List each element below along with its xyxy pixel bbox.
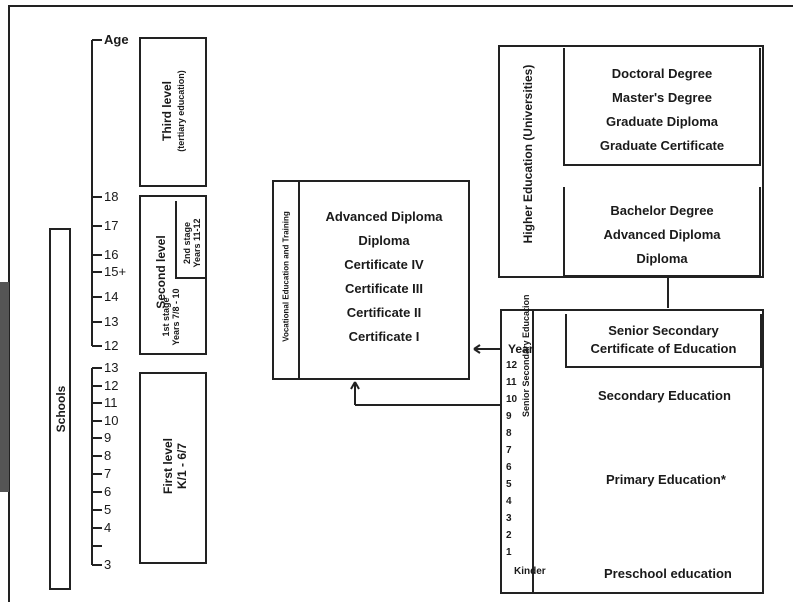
preschool-education-label: Preschool education	[604, 566, 732, 581]
year-tick: 10	[506, 394, 518, 405]
age-tick: 17	[104, 218, 119, 233]
first-level-box: First level K/1 - 6/7	[139, 372, 207, 564]
age-tick: 3	[104, 557, 112, 572]
age-tick: 18	[104, 189, 119, 204]
first-level-label: First level K/1 - 6/7	[161, 391, 189, 541]
vet-item: Certificate III	[344, 281, 424, 296]
secondary-education-label: Secondary Education	[598, 388, 731, 403]
postgrad-box: Doctoral Degree Master's Degree Graduate…	[563, 48, 761, 166]
second-level-stage2: 2nd stage Years 11-12	[182, 208, 202, 278]
age-tick: 4	[104, 520, 112, 535]
school-sector-title: Senior Secondary Education	[521, 294, 531, 417]
vet-item: Certificate II	[346, 305, 422, 320]
senior-cert-box: Senior Secondary Certificate of Educatio…	[565, 314, 762, 368]
senior-cert-label: Senior Secondary Certificate of Educatio…	[590, 323, 737, 356]
year-tick: 5	[506, 479, 512, 490]
age-tick: 13	[104, 360, 119, 375]
year-tick: 3	[506, 513, 512, 524]
stage1-label: 1st stage	[161, 297, 171, 337]
kinder-label: Kinder	[514, 566, 546, 577]
first-level-subtitle: K/1 - 6/7	[175, 442, 189, 490]
postgrad-list: Doctoral Degree Master's Degree Graduate…	[565, 62, 759, 158]
vet-box: Vocational Education and Training Advanc…	[272, 180, 470, 380]
year-label: Year	[508, 342, 534, 356]
year-tick: 7	[506, 445, 512, 456]
second-level-stage1: 1st stage Years 7/8 - 10	[161, 277, 181, 357]
vet-item: Certificate IV	[344, 257, 424, 272]
age-tick: 12	[104, 378, 119, 393]
diagram-frame	[8, 5, 793, 602]
third-level-subtitle: (tertiary education)	[176, 70, 186, 152]
vet-title-strip: Vocational Education and Training	[274, 182, 300, 378]
second-level-box: Second level 1st stage Years 7/8 - 10 2n…	[139, 195, 207, 355]
year-tick: 6	[506, 462, 512, 473]
age-tick: 14	[104, 289, 119, 304]
postgrad-item: Graduate Certificate	[599, 138, 725, 153]
age-tick: 10	[104, 413, 119, 428]
undergrad-item: Bachelor Degree	[610, 203, 714, 218]
stage2-label: 2nd stage	[182, 222, 192, 265]
stage-divider-h	[175, 277, 207, 279]
year-tick: 9	[506, 411, 512, 422]
undergrad-list: Bachelor Degree Advanced Diploma Diploma	[565, 199, 759, 271]
vet-item: Diploma	[358, 233, 410, 248]
year-tick: 8	[506, 428, 512, 439]
postgrad-item: Master's Degree	[612, 90, 712, 105]
age-tick: 11	[104, 395, 118, 410]
higher-education-title: Higher Education (Universities)	[521, 64, 535, 244]
stage1-years: Years 7/8 - 10	[171, 288, 181, 346]
vet-item: Advanced Diploma	[325, 209, 443, 224]
year-tick: 12	[506, 360, 518, 371]
age-tick: 6	[104, 484, 112, 499]
age-tick: 13	[104, 314, 119, 329]
undergrad-item: Advanced Diploma	[603, 227, 721, 242]
age-tick: 12	[104, 338, 119, 353]
vet-title: Vocational Education and Training	[281, 211, 291, 342]
year-tick: 4	[506, 496, 512, 507]
left-edge-bar	[0, 282, 9, 492]
postgrad-item: Graduate Diploma	[606, 114, 718, 129]
undergrad-item: Diploma	[636, 251, 688, 266]
age-tick: 8	[104, 448, 112, 463]
primary-education-label: Primary Education*	[606, 472, 726, 487]
age-tick: 9	[104, 430, 112, 445]
age-tick: 16	[104, 247, 119, 262]
third-level-title: Third level	[160, 80, 174, 142]
stage2-years: Years 11-12	[192, 218, 202, 268]
vet-item: Certificate I	[348, 329, 420, 344]
year-tick: 1	[506, 547, 512, 558]
age-axis-title: Age	[104, 32, 129, 47]
school-title-strip	[532, 311, 534, 592]
postgrad-item: Doctoral Degree	[611, 66, 713, 81]
age-tick: 15+	[104, 264, 127, 279]
age-tick: 7	[104, 466, 112, 481]
stage-divider	[175, 201, 177, 277]
schools-box: Schools	[49, 228, 71, 590]
year-tick: 11	[506, 377, 517, 388]
vet-qualifications: Advanced Diploma Diploma Certificate IV …	[300, 205, 468, 349]
age-tick: 5	[104, 502, 112, 517]
third-level-box: Third level (tertiary education)	[139, 37, 207, 187]
year-tick: 2	[506, 530, 512, 541]
third-level-label: Third level (tertiary education)	[160, 36, 188, 186]
undergrad-box: Bachelor Degree Advanced Diploma Diploma	[563, 187, 761, 277]
first-level-title: First level	[161, 437, 175, 495]
